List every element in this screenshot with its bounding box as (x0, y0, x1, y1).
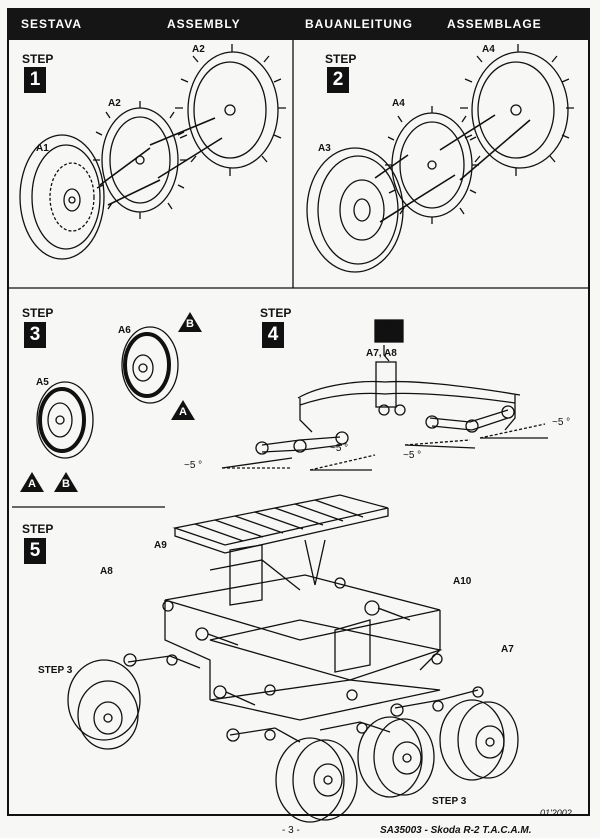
step1-sprocket-a2-large (175, 44, 286, 176)
step4-suspension-unit (221, 319, 548, 471)
step1-label: STEP (22, 52, 54, 66)
header-lang-french: ASSEMBLAGE (447, 17, 542, 31)
step1-part-a1: A1 (36, 143, 49, 154)
step3-markers (20, 312, 202, 492)
header-lang-english: ASSEMBLY (167, 17, 241, 31)
step5-number: 5 (24, 538, 46, 564)
header-bar: SESTAVA ASSEMBLY BAUANLEITUNG ASSEMBLAGE (7, 8, 590, 40)
step3-marker-a-top: B (186, 318, 194, 330)
footer-page-number: - 3 - (282, 825, 300, 836)
step4-number: 4 (262, 322, 284, 348)
step3-part-a6: A6 (118, 325, 131, 336)
step2-part-a3: A3 (318, 143, 331, 154)
step4-angle-2: ~5 ° (330, 443, 349, 454)
step4-angle-4: ~5 ° (552, 417, 571, 428)
step1-wheel-a1 (19, 134, 105, 260)
step2-part-a4-large: A4 (482, 44, 495, 55)
step1-sprocket-a2-small (93, 101, 187, 219)
footer-reference: SA35003 - Skoda R-2 T.A.C.A.M. (380, 825, 532, 836)
step5-part-a10: A10 (453, 576, 472, 587)
step4-part-a7-a8: A7, A8 (366, 348, 397, 359)
step5-part-a9: A9 (154, 540, 167, 551)
step3-part-a5: A5 (36, 377, 49, 388)
step1-number: 1 (24, 67, 46, 93)
footer-date: 01'2002 (540, 808, 572, 818)
step4-angle-1: ~5 ° (184, 460, 203, 471)
header-lang-czech: SESTAVA (21, 17, 83, 31)
step3-marker-a-mid: A (179, 406, 187, 418)
step5-part-a7: A7 (501, 644, 514, 655)
step1-part-a2-large: A2 (192, 44, 205, 55)
step5-hull-frame (123, 539, 484, 743)
step2-number: 2 (327, 67, 349, 93)
step5-ref-step3-left: STEP 3 (38, 665, 73, 676)
step2-part-a4-small: A4 (392, 98, 405, 109)
step5-track-plates (172, 494, 389, 554)
step3-marker-a-bottom: A (28, 478, 36, 490)
step2-label: STEP (325, 52, 357, 66)
step2-sprocket-a4-small (385, 106, 479, 224)
step5-part-a8: A8 (100, 566, 113, 577)
step5-ref-step3-bottom: STEP 3 (432, 796, 467, 807)
step4-label: STEP (260, 306, 292, 320)
step3-number: 3 (24, 322, 46, 348)
step3-wheel-a6 (121, 326, 179, 404)
header-lang-german: BAUANLEITUNG (305, 17, 413, 31)
step3-wheel-a5 (36, 381, 94, 459)
step3-marker-b-bottom: B (62, 478, 70, 490)
step1-part-a2-small: A2 (108, 98, 121, 109)
page-frame (7, 8, 590, 816)
step5-road-wheels (67, 659, 519, 823)
step2-sprocket-a4-large (460, 44, 574, 176)
step5-label: STEP (22, 522, 54, 536)
step4-angle-3: ~5 ° (403, 450, 422, 461)
step3-label: STEP (22, 306, 54, 320)
